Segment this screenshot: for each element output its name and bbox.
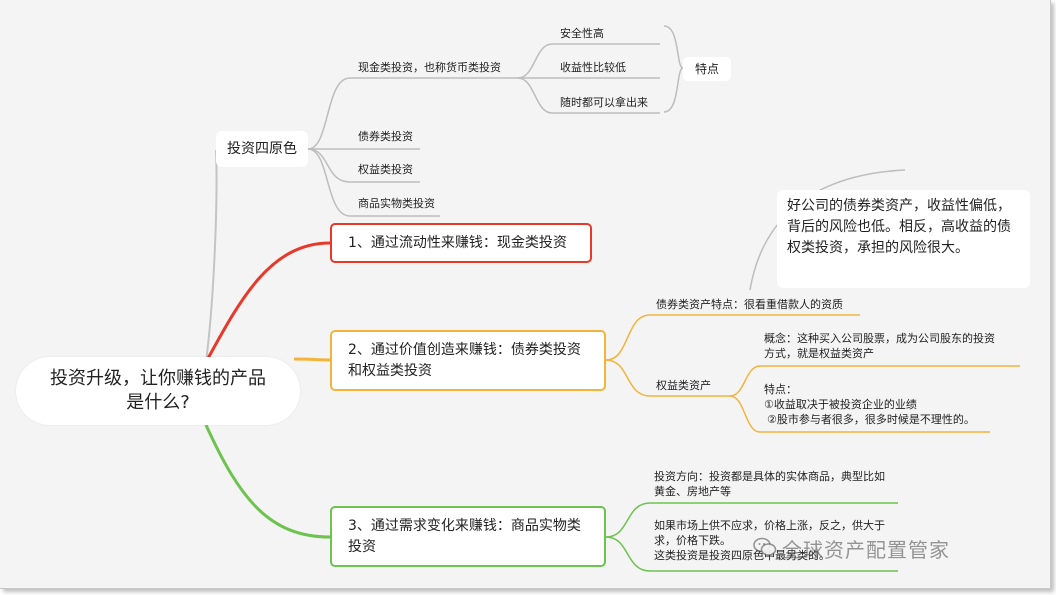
connector-root-four: [205, 149, 218, 363]
equity-concept-line2: 方式，就是权益类资产: [764, 347, 874, 360]
cash-trait-1[interactable]: 安全性高: [560, 27, 604, 40]
wechat-icon: [753, 537, 777, 556]
connector-root-b1: [204, 241, 331, 363]
commodity-supply-line1: 如果市场上供不应求，价格上涨，反之，供大于: [654, 519, 885, 532]
root-line1: 投资升级，让你赚钱的产品: [50, 368, 266, 389]
bond-investment-label[interactable]: 债券类投资: [358, 130, 413, 143]
cash-trait-3[interactable]: 随时都可以拿出来: [560, 96, 648, 109]
equity-concept-line1: 概念：这种买入公司股票，成为公司股东的投资: [764, 332, 995, 345]
connector-root-b2: [293, 357, 331, 362]
branch-2-node[interactable]: 2、通过价值创造来赚钱：债券类投资和权益类投资: [330, 330, 606, 391]
cash-trait-2[interactable]: 收益性比较低: [560, 61, 626, 74]
bond-asset-trait[interactable]: 债券类资产特点：很看重借款人的资质: [656, 298, 843, 311]
root-line2: 是什么?: [126, 392, 190, 413]
cash-investment-label[interactable]: 现金类投资，也称货币类投资: [358, 61, 501, 74]
four-colors-node[interactable]: 投资四原色: [216, 131, 308, 167]
commodity-direction-line2: 黄金、房地产等: [654, 485, 731, 498]
equity-trait-2: ②股市参与者很多，很多时候是不理性的。: [767, 413, 975, 426]
commodity-supply-line2: 求，价格下跌。: [654, 534, 731, 547]
connector-root-b3: [204, 424, 331, 539]
watermark-text: 全球资产配置管家: [782, 538, 950, 562]
traits-summary-node[interactable]: 特点: [683, 57, 731, 81]
equity-trait-1: ①收益取决于被投资企业的业绩: [764, 398, 917, 411]
branch-3-node[interactable]: 3、通过需求变化来赚钱：商品实物类投资: [330, 506, 606, 567]
equity-asset-label[interactable]: 权益类资产: [656, 379, 711, 392]
commodity-direction-line1: 投资方向：投资都是具体的实体商品，典型比如: [654, 470, 885, 483]
equity-investment-label[interactable]: 权益类投资: [358, 163, 413, 176]
bond-risk-note[interactable]: 好公司的债券类资产，收益性偏低，背后的风险也低。相反，高收益的债权类投资，承担的…: [777, 190, 1030, 288]
equity-traits-title: 特点：: [764, 383, 797, 396]
commodity-investment-label[interactable]: 商品实物类投资: [358, 197, 435, 210]
commodity-supply-line3: 这类投资是投资四原色中最另类的。: [654, 549, 830, 562]
branch-1-node[interactable]: 1、通过流动性来赚钱：现金类投资: [330, 223, 592, 263]
root-topic[interactable]: 投资升级，让你赚钱的产品 是什么?: [16, 357, 300, 425]
